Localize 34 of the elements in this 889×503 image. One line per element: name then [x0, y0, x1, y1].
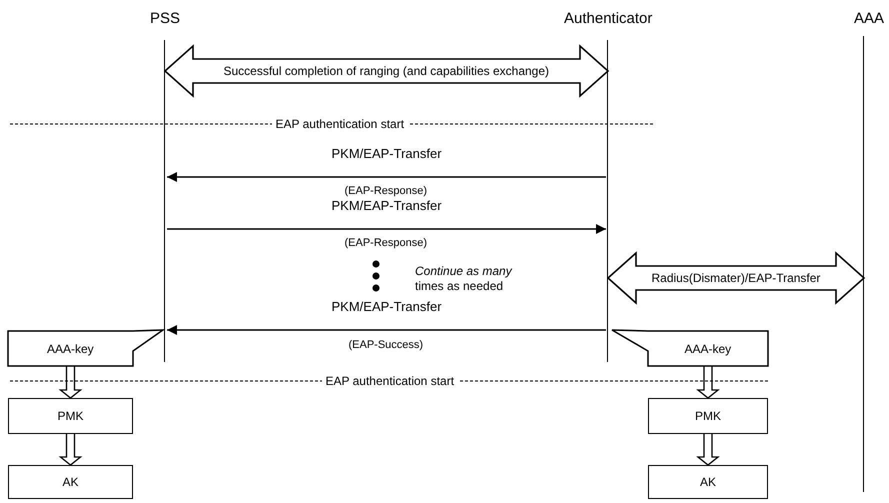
- hollow-arrow: [58, 433, 82, 466]
- double-block-arrow: [164, 44, 610, 98]
- key-box: AK: [648, 465, 768, 499]
- double-block-arrow: [606, 251, 866, 305]
- edge-label: PKM/EAP-Transfer: [332, 298, 442, 314]
- callout-box: [612, 328, 768, 366]
- edge-label: PKM/EAP-Transfer: [332, 198, 442, 212]
- hollow-arrow: [696, 365, 720, 399]
- key-box: AK: [8, 465, 133, 499]
- participant-label: AAA: [854, 10, 884, 27]
- key-label: AAA-key: [47, 342, 94, 356]
- message-parameter: (EAP-Response): [344, 185, 428, 197]
- message-arrow: [167, 325, 606, 335]
- key-label: AAA-key: [684, 342, 732, 356]
- message-parameter: (EAP-Response): [344, 237, 428, 249]
- phase-label: EAP authentication start: [272, 117, 408, 131]
- callout-box: [8, 328, 163, 366]
- hollow-arrow: [696, 433, 720, 466]
- message-arrow: [167, 224, 606, 234]
- lifeline: [564, 10, 652, 362]
- phase-label: EAP authentication start: [322, 374, 458, 388]
- key-box: PMK: [648, 398, 768, 434]
- edge-label: Successful completion of ranging (and capabilities exchange): [224, 64, 550, 78]
- hollow-arrow: [58, 365, 82, 399]
- note-text: Continue as many times as needed: [415, 264, 514, 294]
- participant-label: Authenticator: [564, 10, 652, 27]
- edge-label: Radius(Dismater)/EAP-Transfer: [652, 271, 820, 285]
- message-arrow: [167, 172, 606, 182]
- lifeline: [150, 10, 180, 362]
- key-box: PMK: [8, 398, 133, 434]
- edge-label: PKM/EAP-Transfer: [332, 146, 442, 160]
- participant-label: PSS: [150, 10, 180, 27]
- lifeline: [854, 10, 884, 492]
- message-parameter: (EAP-Success): [348, 339, 424, 351]
